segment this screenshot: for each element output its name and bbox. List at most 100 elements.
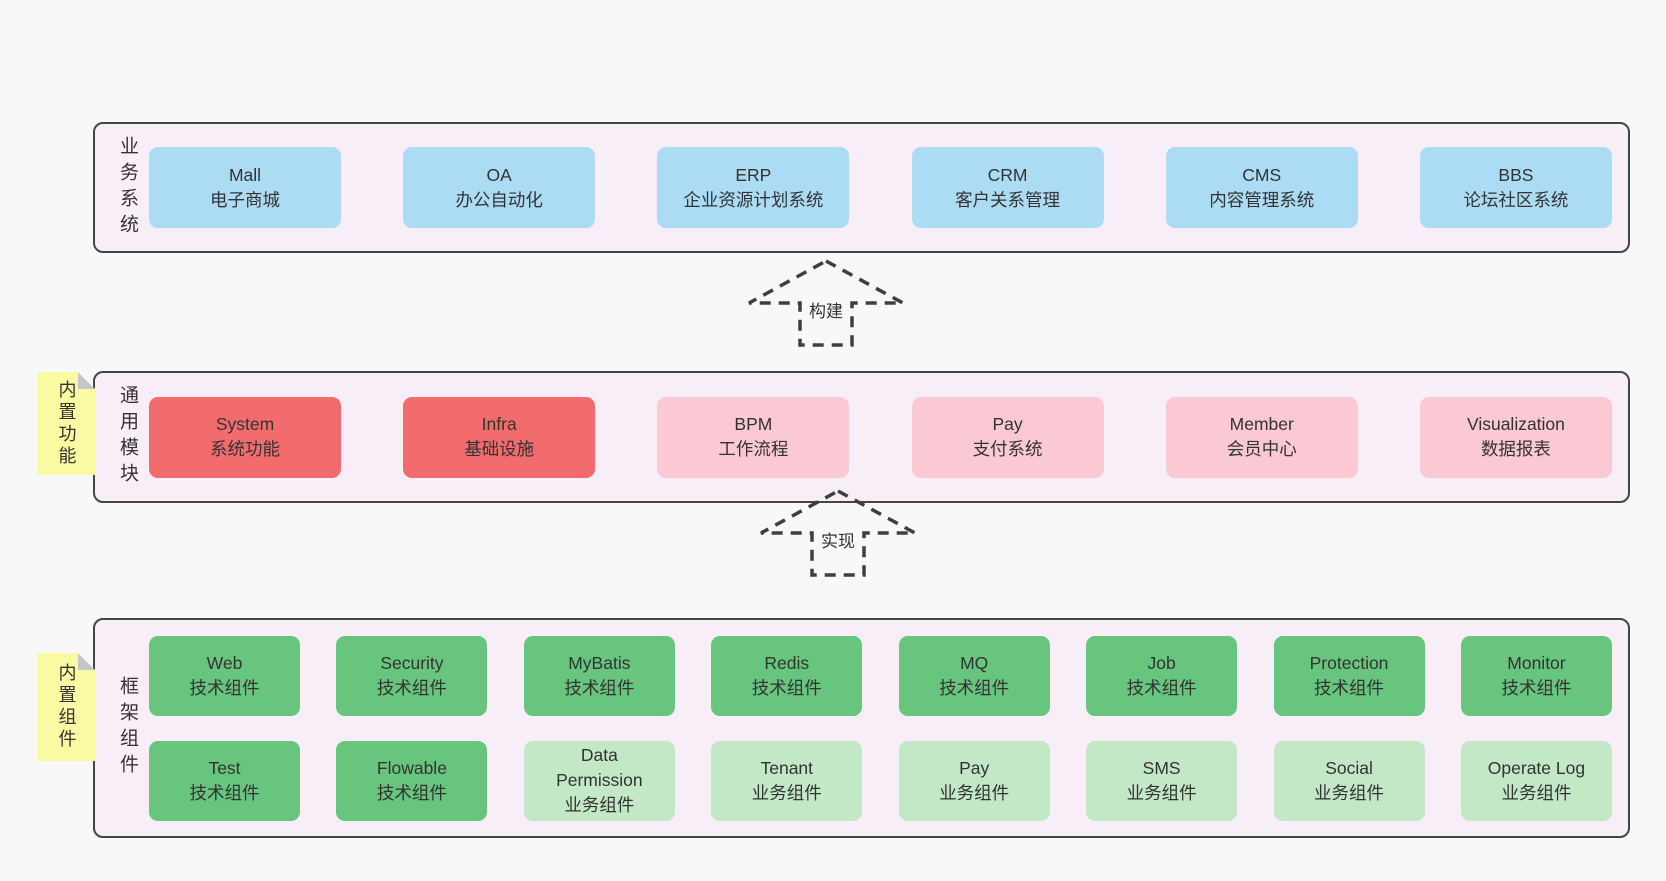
box-mybatis: MyBatis 技术组件: [523, 635, 675, 716]
band-common-content: System 系统功能 Infra 基础设施 BPM 工作流程 Pay 支付系统…: [141, 373, 1628, 501]
box-title: Monitor: [1507, 652, 1566, 673]
box-subtitle: 会员中心: [1226, 439, 1297, 459]
band-business-content: Mall 电子商城 OA 办公自动化 ERP 企业资源计划系统 CRM 客户关系…: [141, 124, 1628, 251]
box-title: System: [215, 414, 275, 435]
box-subtitle: 技术组件: [1314, 677, 1385, 698]
box-sms: SMS 业务组件: [1086, 740, 1238, 821]
band-label-common-modules: 通用模块: [117, 385, 138, 489]
band-business-systems: 业务系统 Mall 电子商城 OA 办公自动化 ERP 企业资源计划系统 CRM…: [93, 122, 1630, 253]
box-title: Protection: [1309, 652, 1389, 673]
box-subtitle: 电子商城: [210, 189, 280, 210]
box-oa: OA 办公自动化: [403, 147, 596, 228]
box-title: Visualization: [1466, 414, 1565, 435]
box-system: System 系统功能: [149, 396, 341, 478]
box-subtitle: 系统功能: [210, 439, 280, 459]
framework-row-2: Test 技术组件 Flowable 技术组件 Data Permission …: [149, 740, 1612, 821]
box-title: Security: [380, 652, 444, 673]
box-mq: MQ 技术组件: [898, 635, 1050, 716]
box-title: SMS: [1142, 757, 1181, 778]
box-subtitle: 客户关系管理: [955, 189, 1061, 210]
box-title: Redis: [764, 652, 810, 673]
box-subtitle: 业务组件: [564, 794, 635, 815]
sticky-note-builtin-components: 内置组件: [38, 653, 95, 761]
dashed-up-arrow-icon: [748, 259, 904, 347]
box-visualization: Visualization 数据报表: [1419, 396, 1612, 478]
box-subtitle: 业务组件: [751, 782, 822, 803]
box-social: Social 业务组件: [1273, 740, 1425, 821]
box-title: BBS: [1498, 164, 1534, 185]
box-subtitle: 技术组件: [376, 782, 447, 803]
box-title: Job: [1147, 652, 1176, 673]
box-bpm: BPM 工作流程: [657, 396, 850, 478]
box-pay: Pay 支付系统: [911, 396, 1104, 478]
dashed-up-arrow-icon: [760, 489, 916, 577]
box-monitor: Monitor 技术组件: [1460, 635, 1612, 716]
box-operate-log: Operate Log 业务组件: [1460, 740, 1612, 821]
box-title: Infra: [481, 414, 517, 435]
box-title: ERP: [735, 164, 772, 185]
band-label-framework-components: 框架组件: [117, 676, 138, 780]
box-bbs: BBS 论坛社区系统: [1419, 147, 1612, 228]
box-infra: Infra 基础设施: [403, 396, 596, 478]
box-title: Flowable: [376, 757, 447, 778]
box-subtitle: 技术组件: [1126, 677, 1197, 698]
box-subtitle: 技术组件: [564, 677, 635, 698]
box-subtitle: 业务组件: [1314, 782, 1385, 803]
band-framework-components: 框架组件 Web 技术组件 Security 技术组件 MyBatis 技术组件…: [93, 618, 1630, 838]
box-subtitle: 技术组件: [189, 677, 260, 698]
box-subtitle: 支付系统: [972, 439, 1043, 459]
box-member: Member 会员中心: [1165, 396, 1358, 478]
box-cms: CMS 内容管理系统: [1165, 147, 1358, 228]
box-mall: Mall 电子商城: [149, 147, 341, 228]
box-protection: Protection 技术组件: [1273, 635, 1425, 716]
box-subtitle: 办公自动化: [455, 189, 543, 210]
box-subtitle: 技术组件: [751, 677, 822, 698]
box-web: Web 技术组件: [149, 635, 300, 716]
arrow-build: 构建: [741, 257, 911, 349]
box-subtitle: 技术组件: [376, 677, 447, 698]
framework-row-1: Web 技术组件 Security 技术组件 MyBatis 技术组件 Redi…: [149, 635, 1612, 716]
box-title: Social: [1325, 757, 1373, 778]
box-data-permission: Data Permission 业务组件: [523, 740, 675, 821]
band-label-business-systems: 业务系统: [117, 135, 138, 240]
box-title: Member: [1229, 414, 1294, 435]
arrow-implement-label: 实现: [815, 525, 861, 554]
band-common-modules: 通用模块 System 系统功能 Infra 基础设施 BPM 工作流程 Pay…: [93, 371, 1630, 503]
box-subtitle: 业务组件: [939, 782, 1010, 803]
box-title: OA: [486, 164, 512, 185]
box-subtitle: 业务组件: [1126, 782, 1197, 803]
box-title: Mall: [228, 164, 262, 185]
box-title: Data Permission: [556, 745, 643, 791]
box-redis: Redis 技术组件: [711, 635, 863, 716]
sticky-note-text: 内置组件: [56, 663, 77, 751]
box-erp: ERP 企业资源计划系统: [657, 147, 850, 228]
box-subtitle: 工作流程: [718, 439, 789, 459]
box-pay-biz: Pay 业务组件: [898, 740, 1050, 821]
band-framework-content: Web 技术组件 Security 技术组件 MyBatis 技术组件 Redi…: [141, 620, 1628, 836]
box-subtitle: 技术组件: [189, 782, 260, 803]
box-subtitle: 企业资源计划系统: [683, 189, 824, 210]
box-title: Web: [206, 652, 243, 673]
box-subtitle: 内容管理系统: [1209, 189, 1315, 210]
box-title: MyBatis: [568, 652, 631, 673]
box-title: Tenant: [760, 757, 814, 778]
box-subtitle: 业务组件: [1501, 782, 1572, 803]
box-tenant: Tenant 业务组件: [711, 740, 863, 821]
box-title: Operate Log: [1487, 757, 1586, 778]
box-title: Pay: [992, 414, 1023, 435]
sticky-note-text: 内置功能: [56, 379, 77, 468]
box-subtitle: 技术组件: [1501, 677, 1572, 698]
box-subtitle: 技术组件: [939, 677, 1010, 698]
box-subtitle: 数据报表: [1480, 439, 1551, 459]
box-title: Test: [208, 757, 241, 778]
box-title: CRM: [987, 164, 1028, 185]
box-title: BPM: [734, 414, 773, 435]
box-flowable: Flowable 技术组件: [336, 740, 488, 821]
box-subtitle: 基础设施: [464, 439, 535, 459]
box-crm: CRM 客户关系管理: [911, 147, 1104, 228]
box-title: CMS: [1242, 164, 1282, 185]
box-title: Pay: [959, 757, 990, 778]
arrow-implement: 实现: [753, 487, 923, 579]
arrow-build-label: 构建: [803, 295, 849, 324]
box-security: Security 技术组件: [336, 635, 488, 716]
